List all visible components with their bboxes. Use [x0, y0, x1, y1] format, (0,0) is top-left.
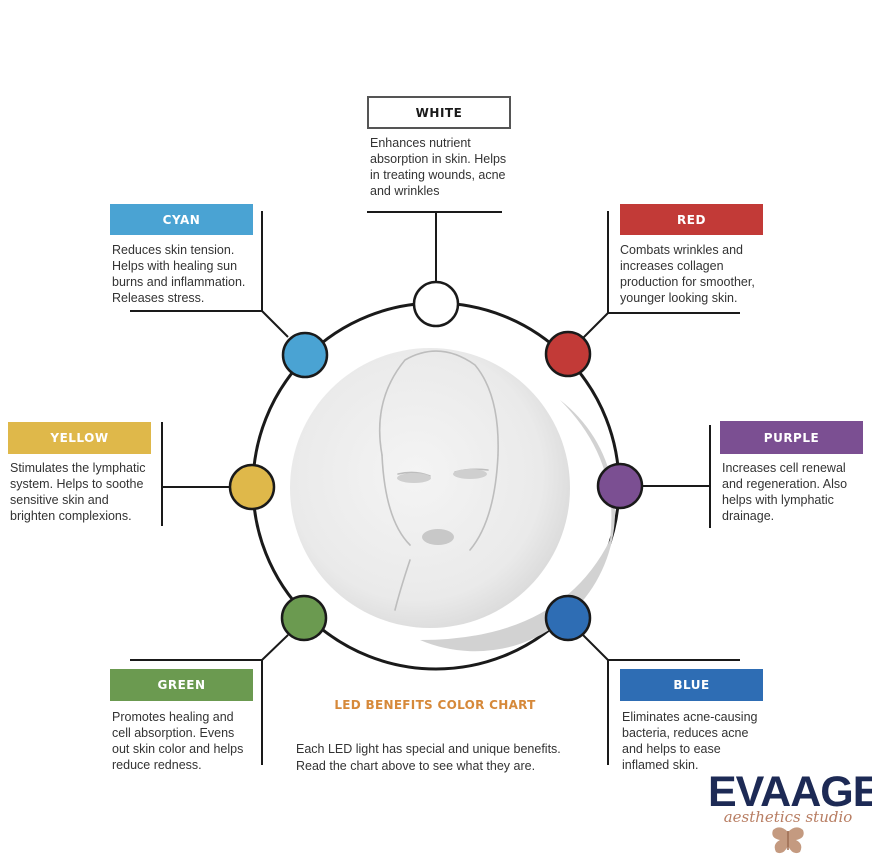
connector-lines — [130, 211, 740, 765]
desc-yellow: Stimulates the lymphatic system. Helps t… — [10, 461, 146, 523]
desc-purple: Increases cell renewal and regeneration.… — [722, 461, 848, 523]
right-eye — [453, 469, 487, 479]
dot-cyan — [281, 331, 329, 379]
label-red: RED — [620, 204, 763, 235]
dot-red — [544, 330, 592, 378]
brand-logo: EVAAGE aesthetics studio — [708, 768, 872, 860]
desc-blue: Eliminates acne-causing bacteria, reduce… — [622, 710, 758, 772]
light-dots — [228, 280, 644, 642]
dot-yellow — [228, 463, 276, 511]
dot-blue — [544, 594, 592, 642]
desc-white: Enhances nutrient absorption in skin. He… — [370, 136, 507, 198]
desc-red: Combats wrinkles and increases collagen … — [620, 243, 755, 305]
dot-purple — [596, 462, 644, 510]
butterfly-icon — [772, 827, 804, 854]
logo-wordmark: EVAAGE — [708, 768, 872, 816]
desc-green: Promotes healing and cell absorption. Ev… — [112, 710, 244, 772]
label-cyan: CYAN — [110, 204, 253, 235]
label-purple: PURPLE — [720, 421, 863, 454]
desc-cyan: Reduces skin tension. Helps with healing… — [112, 243, 246, 305]
label-green: GREEN — [110, 669, 253, 701]
label-white: WHITE — [367, 96, 511, 129]
face-illustration — [378, 350, 499, 611]
chart-caption: Each LED light has special and unique be… — [296, 742, 561, 773]
dot-green — [280, 594, 328, 642]
chart-title: LED BENEFITS COLOR CHART — [334, 698, 536, 712]
label-blue: BLUE — [620, 669, 763, 701]
left-eye — [397, 473, 431, 483]
face-disc — [290, 348, 570, 628]
dot-white — [412, 280, 460, 328]
lips — [422, 529, 454, 545]
label-yellow: YELLOW — [8, 422, 151, 454]
logo-subtitle: aesthetics studio — [723, 808, 853, 826]
